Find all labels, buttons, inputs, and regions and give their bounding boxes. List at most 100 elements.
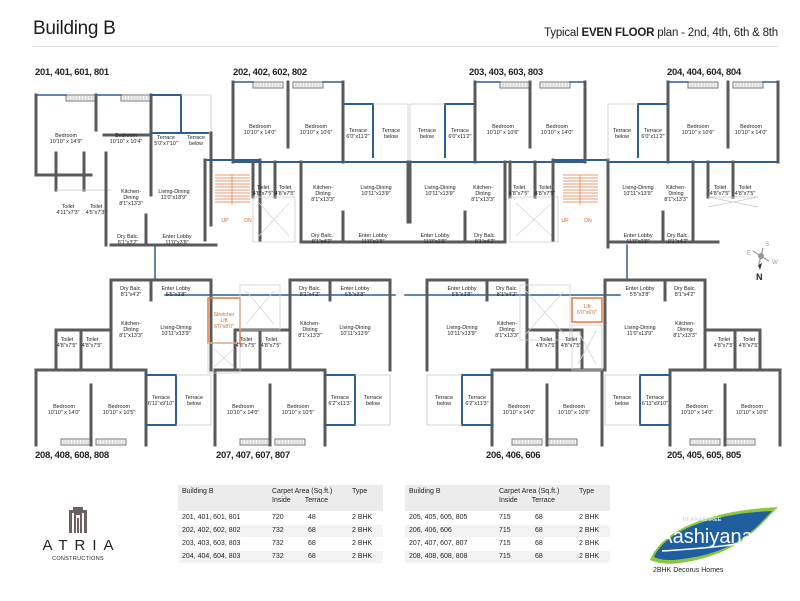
- room-label: below: [615, 134, 629, 140]
- outline: [252, 196, 296, 243]
- room-label: Toilet: [743, 337, 756, 343]
- room-label: 4'8"x7'5": [735, 191, 756, 197]
- partition: [577, 330, 597, 365]
- table-header-terrace: Terrace: [304, 497, 329, 504]
- cell-units: 203, 403, 603, 803: [178, 537, 268, 551]
- room-label: Toilet: [718, 337, 731, 343]
- lift-label: 6'0"x6'0": [577, 310, 597, 316]
- room-label: Dining: [123, 195, 138, 201]
- atria-logo: ATRIA CONSTRUCTIONS: [28, 507, 128, 562]
- cell-inside: 720: [272, 513, 284, 521]
- unit-label-206: 206, 406, 606: [486, 450, 541, 461]
- room-label: 8'1"x13'3": [298, 333, 322, 339]
- unit-label-201: 201, 401, 601, 801: [35, 67, 109, 78]
- table-header-building: Building B: [178, 485, 268, 511]
- room-label: 4'8"x7'5": [261, 343, 282, 349]
- room-label: 5'5"x3'8": [452, 292, 473, 298]
- partition: [515, 202, 553, 237]
- lift-label: Lift: [584, 304, 591, 310]
- room-label: 4'8"x7'5": [710, 191, 731, 197]
- room-label: 10'10" x 10'5": [282, 410, 315, 416]
- room-label: 4'8"x7'5": [739, 343, 760, 349]
- lift-box: [571, 297, 603, 323]
- plan-walls: [34, 80, 782, 447]
- room-label: 10'10" x 14'0": [681, 410, 714, 416]
- cell-terrace: 68: [308, 553, 316, 560]
- room-label: 11'0"x18'9": [161, 195, 187, 201]
- room-label: Dry Balc.: [299, 286, 321, 292]
- partition: [707, 196, 759, 208]
- cell-type: 2 BHK: [575, 524, 610, 538]
- room-label: 4'8"x7'5": [275, 191, 296, 197]
- room-label: below: [384, 134, 398, 140]
- room-label: 4'8"x7'5": [536, 343, 557, 349]
- room-label: Bedroom: [232, 404, 254, 410]
- room-label: 8'1"x13'3": [673, 333, 697, 339]
- unit-label-207: 207, 407, 607, 807: [216, 450, 290, 461]
- cell-inside: 715: [499, 527, 511, 534]
- room-label: 10'11"x13'9": [340, 331, 369, 337]
- partition: [213, 348, 235, 368]
- room-label: below: [615, 401, 629, 407]
- room-label: 10'10" x 14'0": [244, 130, 277, 136]
- room-label: Enter Lobby: [420, 233, 449, 239]
- room-label: Toilet: [240, 337, 253, 343]
- room-label: 11'0"x13'9": [627, 331, 653, 337]
- room-label: Dry Balc.: [311, 233, 333, 239]
- room-label: 8'1"x4'2": [668, 239, 689, 245]
- room-label: Dining: [668, 191, 683, 197]
- room-label: 5'5"x3'8": [630, 292, 651, 298]
- cell-units: 207, 407, 607, 807: [405, 537, 495, 551]
- room-label: 4'11"x7'3": [56, 210, 79, 216]
- cell-terrace: 68: [308, 540, 316, 547]
- room-label: 10'10" x 10'6": [736, 410, 769, 416]
- room-label: Dry Balc.: [474, 233, 496, 239]
- room-label: 8'1"x4'2": [475, 239, 496, 245]
- room-label: Terrace: [435, 395, 453, 401]
- room-label: Living-Dining: [160, 325, 191, 331]
- room-label: 10'10" x 10'6": [682, 130, 715, 136]
- room-label: 4'8"x7'5": [561, 343, 582, 349]
- table-header-terrace: Terrace: [531, 497, 556, 504]
- room-label: Bedroom: [108, 404, 130, 410]
- room-label: 10'10" x 14'0": [227, 410, 260, 416]
- table-header-type: Type: [575, 485, 610, 511]
- room-label: Terrace: [451, 128, 469, 134]
- room-label: 10'10" x 14'0": [503, 410, 536, 416]
- outline: [509, 196, 559, 243]
- room-label: Living-Dining: [424, 185, 455, 191]
- room-label: Bedroom: [508, 404, 530, 410]
- table-header-type: Type: [348, 485, 383, 511]
- room-label: 11'0"x3'8": [165, 240, 188, 246]
- room-label: Terrace: [152, 395, 170, 401]
- room-label: 10'10" x 14'0": [541, 130, 574, 136]
- room-label: below: [366, 401, 380, 407]
- stair-dn-label: DN: [244, 218, 252, 224]
- room-label: 10'11"x13'9": [447, 331, 476, 337]
- cell-inside: 715: [499, 513, 511, 521]
- room-label: Enter Lobby: [447, 286, 476, 292]
- cell-type: 2 BHK: [348, 511, 383, 525]
- room-label: 8'1"x4'2": [312, 239, 333, 245]
- room-label: 6'0"x11'2": [448, 134, 471, 140]
- room-label: Living-Dining: [622, 185, 653, 191]
- cell-type: 2 BHK: [348, 524, 383, 538]
- stretcher-lift-label: 6'0"x8'0": [214, 324, 234, 330]
- room-label: 8'1"x3'2": [118, 240, 139, 246]
- aashiyana-top: DHANASHREE: [683, 517, 722, 523]
- room-label: Toilet: [279, 185, 292, 191]
- room-label: Terrace: [382, 128, 400, 134]
- aashiyana-tagline: 2BHK Decorus Homes: [653, 567, 724, 574]
- room-label: Terrace: [613, 395, 631, 401]
- room-label: Toilet: [61, 337, 74, 343]
